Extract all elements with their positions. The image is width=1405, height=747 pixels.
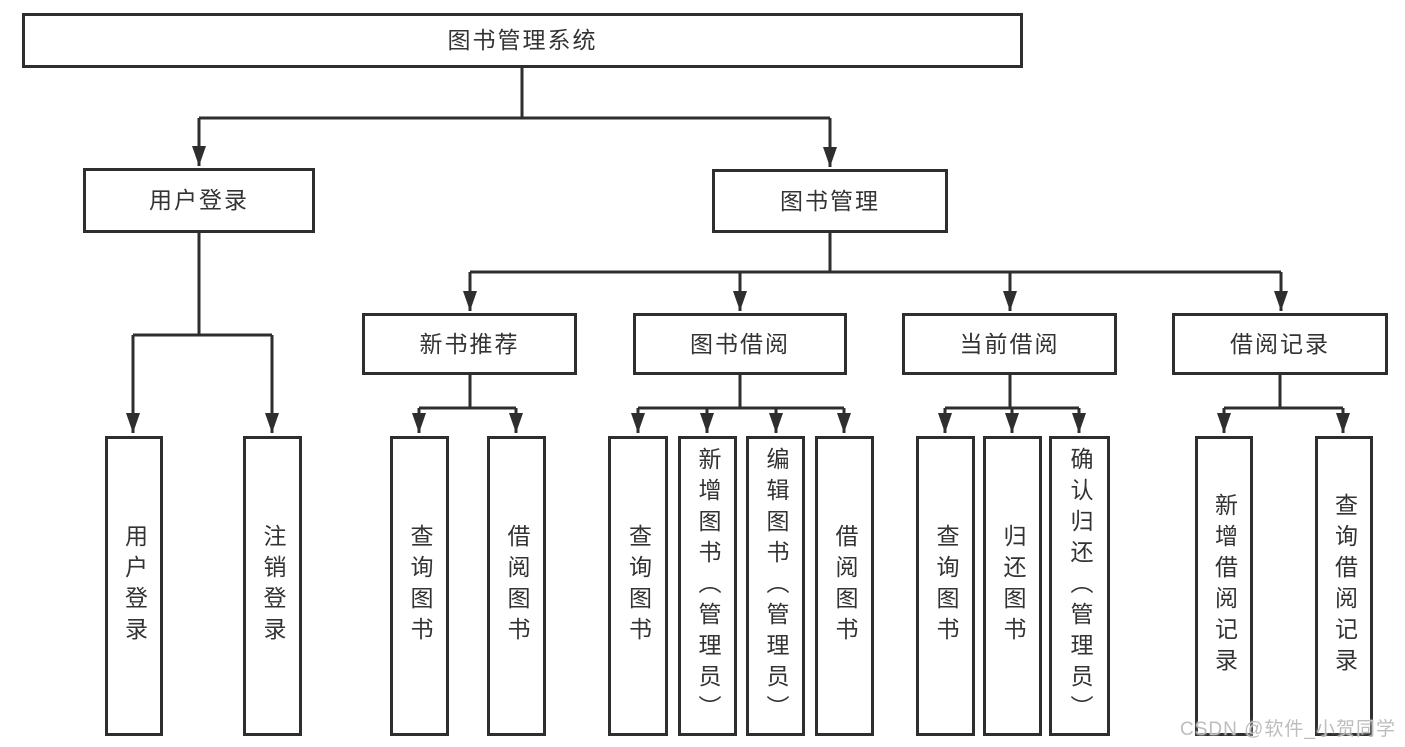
node-new-book-recommend-label: 新书推荐 <box>419 330 520 357</box>
node-user-login: 用户登录 <box>83 168 315 233</box>
leaf-user-login-label: 用户登录 <box>121 524 148 648</box>
watermark: CSDN @软件_小贺同学 <box>1180 719 1396 740</box>
leaf-borrow-book-1: 借阅图书 <box>487 436 546 736</box>
leaf-edit-book-admin-label: 编辑图书（管理员） <box>763 446 789 726</box>
leaf-query-book-3: 查询图书 <box>916 436 975 736</box>
node-book-borrow: 图书借阅 <box>633 313 847 375</box>
leaf-borrow-book-1-label: 借阅图书 <box>504 524 530 648</box>
leaf-confirm-return-admin: 确认归还（管理员） <box>1049 436 1110 736</box>
leaf-query-book-2: 查询图书 <box>608 436 668 736</box>
leaf-return-book-label: 归还图书 <box>1000 524 1026 648</box>
node-book-management-label: 图书管理 <box>780 187 880 214</box>
node-current-borrow-label: 当前借阅 <box>959 330 1060 357</box>
connector-arrows <box>126 118 1350 433</box>
leaf-borrow-book-2-label: 借阅图书 <box>832 524 858 648</box>
connector-elbows <box>133 68 1343 410</box>
node-borrow-records: 借阅记录 <box>1172 313 1388 375</box>
node-root: 图书管理系统 <box>22 13 1023 68</box>
leaf-user-login: 用户登录 <box>105 436 163 736</box>
leaf-logout: 注销登录 <box>243 436 302 736</box>
leaf-add-book-admin: 新增图书（管理员） <box>678 436 737 736</box>
leaf-edit-book-admin: 编辑图书（管理员） <box>746 436 805 736</box>
node-new-book-recommend: 新书推荐 <box>362 313 577 375</box>
leaf-query-borrow-record-label: 查询借阅记录 <box>1331 493 1358 679</box>
node-user-login-label: 用户登录 <box>149 187 249 213</box>
leaf-return-book: 归还图书 <box>983 436 1042 736</box>
leaf-add-borrow-record: 新增借阅记录 <box>1195 436 1253 736</box>
leaf-query-book-3-label: 查询图书 <box>933 524 959 648</box>
leaf-confirm-return-admin-label: 确认归还（管理员） <box>1067 446 1093 726</box>
leaf-query-book-1: 查询图书 <box>390 436 449 736</box>
leaf-add-book-admin-label: 新增图书（管理员） <box>695 446 721 726</box>
node-book-management: 图书管理 <box>712 169 948 233</box>
leaf-query-borrow-record: 查询借阅记录 <box>1315 436 1373 736</box>
node-current-borrow: 当前借阅 <box>902 313 1117 375</box>
leaf-add-borrow-record-label: 新增借阅记录 <box>1211 493 1238 679</box>
node-borrow-records-label: 借阅记录 <box>1230 330 1330 357</box>
leaf-query-book-2-label: 查询图书 <box>625 524 652 648</box>
node-book-borrow-label: 图书借阅 <box>690 330 790 357</box>
node-root-label: 图书管理系统 <box>447 27 598 53</box>
leaf-borrow-book-2: 借阅图书 <box>815 436 874 736</box>
leaf-logout-label: 注销登录 <box>260 524 286 648</box>
leaf-query-book-1-label: 查询图书 <box>407 524 433 648</box>
